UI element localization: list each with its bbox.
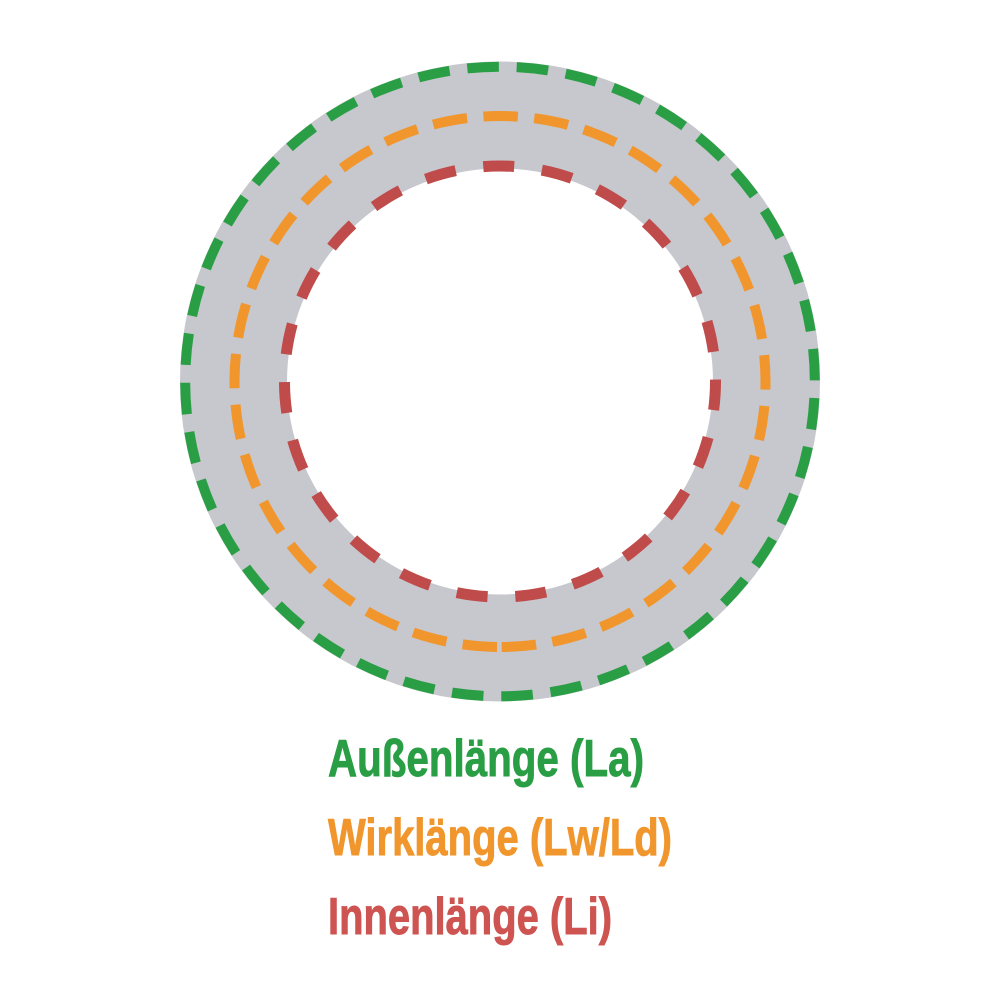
svg-text:Innenlänge (Li): Innenlänge (Li)	[328, 888, 612, 946]
svg-text:Außenlänge (La): Außenlänge (La)	[328, 730, 644, 788]
svg-text:Wirklänge (Lw/Ld): Wirklänge (Lw/Ld)	[328, 809, 672, 867]
